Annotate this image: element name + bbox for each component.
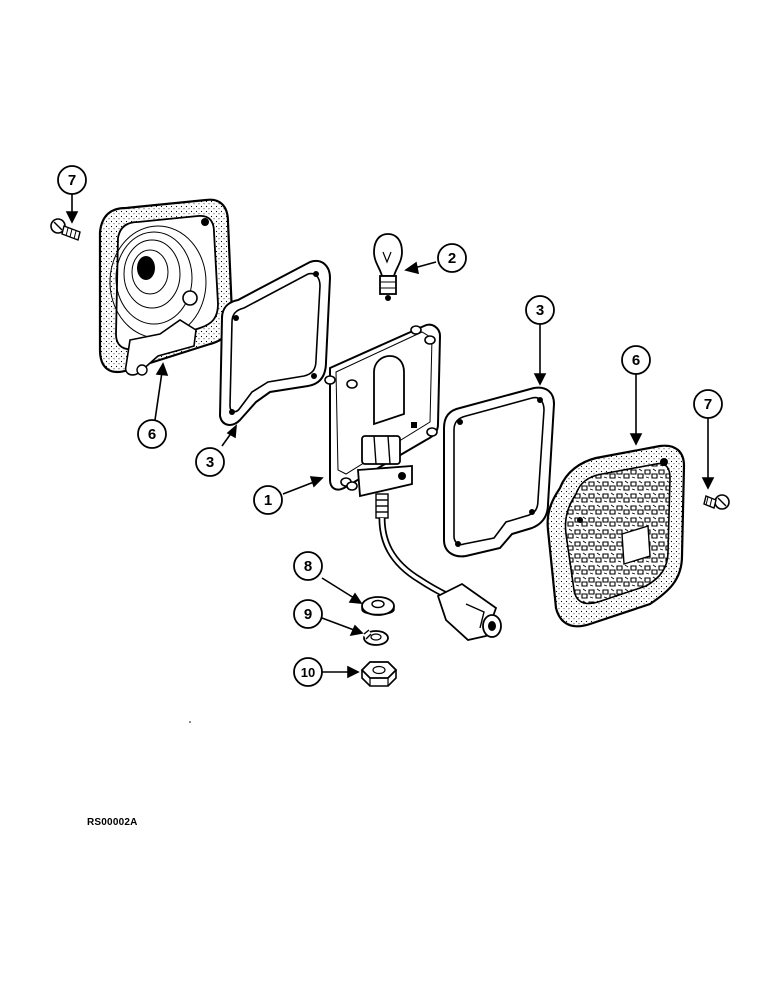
- gasket-right: [443, 386, 556, 558]
- svg-text:10: 10: [301, 665, 315, 680]
- svg-text:1: 1: [264, 492, 272, 509]
- svg-text:9: 9: [304, 606, 312, 623]
- figure-reference-code: RS00002A: [87, 817, 138, 828]
- stray-dot: [189, 721, 191, 723]
- callout-2: 2: [437, 243, 467, 273]
- wire-harness: [378, 517, 502, 641]
- svg-text:2: 2: [448, 250, 456, 267]
- callout-6-right: 6: [621, 345, 651, 375]
- callout-7-right: 7: [693, 389, 723, 419]
- screw-right: [703, 494, 730, 510]
- callouts: 7 2 3 6 7 6 3 1: [57, 165, 723, 687]
- callout-3-right: 3: [525, 295, 555, 325]
- callout-9: 9: [293, 599, 323, 629]
- rear-housing: [98, 198, 234, 376]
- svg-text:3: 3: [536, 302, 544, 319]
- callout-8: 8: [293, 551, 323, 581]
- svg-text:8: 8: [304, 558, 312, 575]
- callout-10: 10: [293, 657, 323, 687]
- lock-washer: [363, 629, 389, 646]
- bulb: [373, 233, 403, 301]
- base-plate: [324, 323, 442, 519]
- gasket-left: [218, 260, 332, 426]
- svg-text:7: 7: [704, 396, 712, 413]
- callout-1: 1: [253, 485, 283, 515]
- callout-3-left: 3: [195, 447, 225, 477]
- lens: [546, 444, 686, 628]
- flat-washer: [361, 596, 395, 616]
- screw-left: [50, 218, 81, 241]
- callout-7-left: 7: [57, 165, 87, 195]
- svg-text:3: 3: [206, 454, 214, 471]
- callout-6-left: 6: [137, 419, 167, 449]
- hex-nut: [360, 661, 398, 687]
- svg-text:6: 6: [632, 352, 640, 369]
- svg-text:7: 7: [68, 172, 76, 189]
- svg-text:6: 6: [148, 426, 156, 443]
- leader-lines: [65, 194, 715, 679]
